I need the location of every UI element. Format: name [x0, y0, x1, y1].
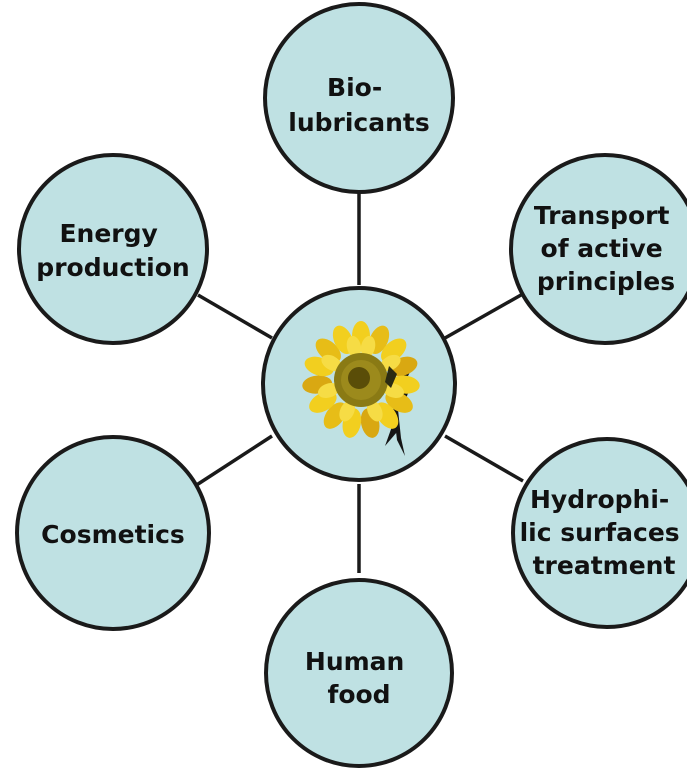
node-label-line: lic surfaces — [520, 518, 680, 547]
node-label: Cosmetics — [41, 520, 185, 549]
connectors — [194, 192, 524, 573]
node-circle — [264, 578, 454, 768]
node-label-line: Cosmetics — [41, 520, 185, 549]
node-circle — [17, 153, 209, 345]
node-label: Human food — [305, 647, 413, 709]
node-hydrophilic-surfaces-treatment: Hydrophi- lic surfaces treatment — [511, 437, 687, 629]
connector-transport-of-active-principles — [444, 293, 522, 340]
node-label-line: Transport — [534, 201, 670, 230]
node-circle — [263, 2, 455, 194]
node-label: Energy production — [36, 219, 189, 282]
node-circle — [509, 153, 687, 345]
node-label-line: treatment — [533, 551, 676, 580]
node-label: Bio- lubricants — [288, 73, 429, 137]
sunflower-disc-center — [348, 367, 370, 389]
node-human-food: Human food — [264, 578, 454, 768]
node-label-line: Energy — [59, 219, 157, 248]
node-label-line: food — [327, 680, 390, 709]
node-cosmetics: Cosmetics — [15, 435, 211, 631]
sunflower-shadow — [385, 366, 397, 388]
node-label-line: Hydrophi- — [530, 485, 669, 514]
node-label-line: lubricants — [288, 108, 429, 137]
node-label-line: of active — [541, 234, 663, 263]
node-label-line: Bio- — [327, 73, 382, 102]
node-label-line: production — [36, 253, 189, 282]
node-transport-of-active-principles: Transport of active principles — [509, 153, 687, 345]
sunflower-icon — [302, 321, 420, 456]
sunflower-petals-inner — [317, 335, 405, 422]
connector-energy-production — [197, 293, 273, 340]
node-energy-production: Energy production — [17, 153, 209, 345]
node-bio-lubricants: Bio- lubricants — [263, 2, 455, 194]
node-label: Hydrophi- lic surfaces treatment — [520, 485, 687, 580]
node-label-line: Human — [305, 647, 404, 676]
connector-hydrophilic-surfaces-treatment — [444, 434, 524, 483]
node-label-line: principles — [537, 267, 675, 296]
connector-cosmetics — [194, 434, 273, 488]
node-circle — [15, 435, 211, 631]
center-node — [261, 286, 457, 482]
node-label: Transport of active principles — [534, 201, 678, 296]
node-circle — [511, 437, 687, 629]
